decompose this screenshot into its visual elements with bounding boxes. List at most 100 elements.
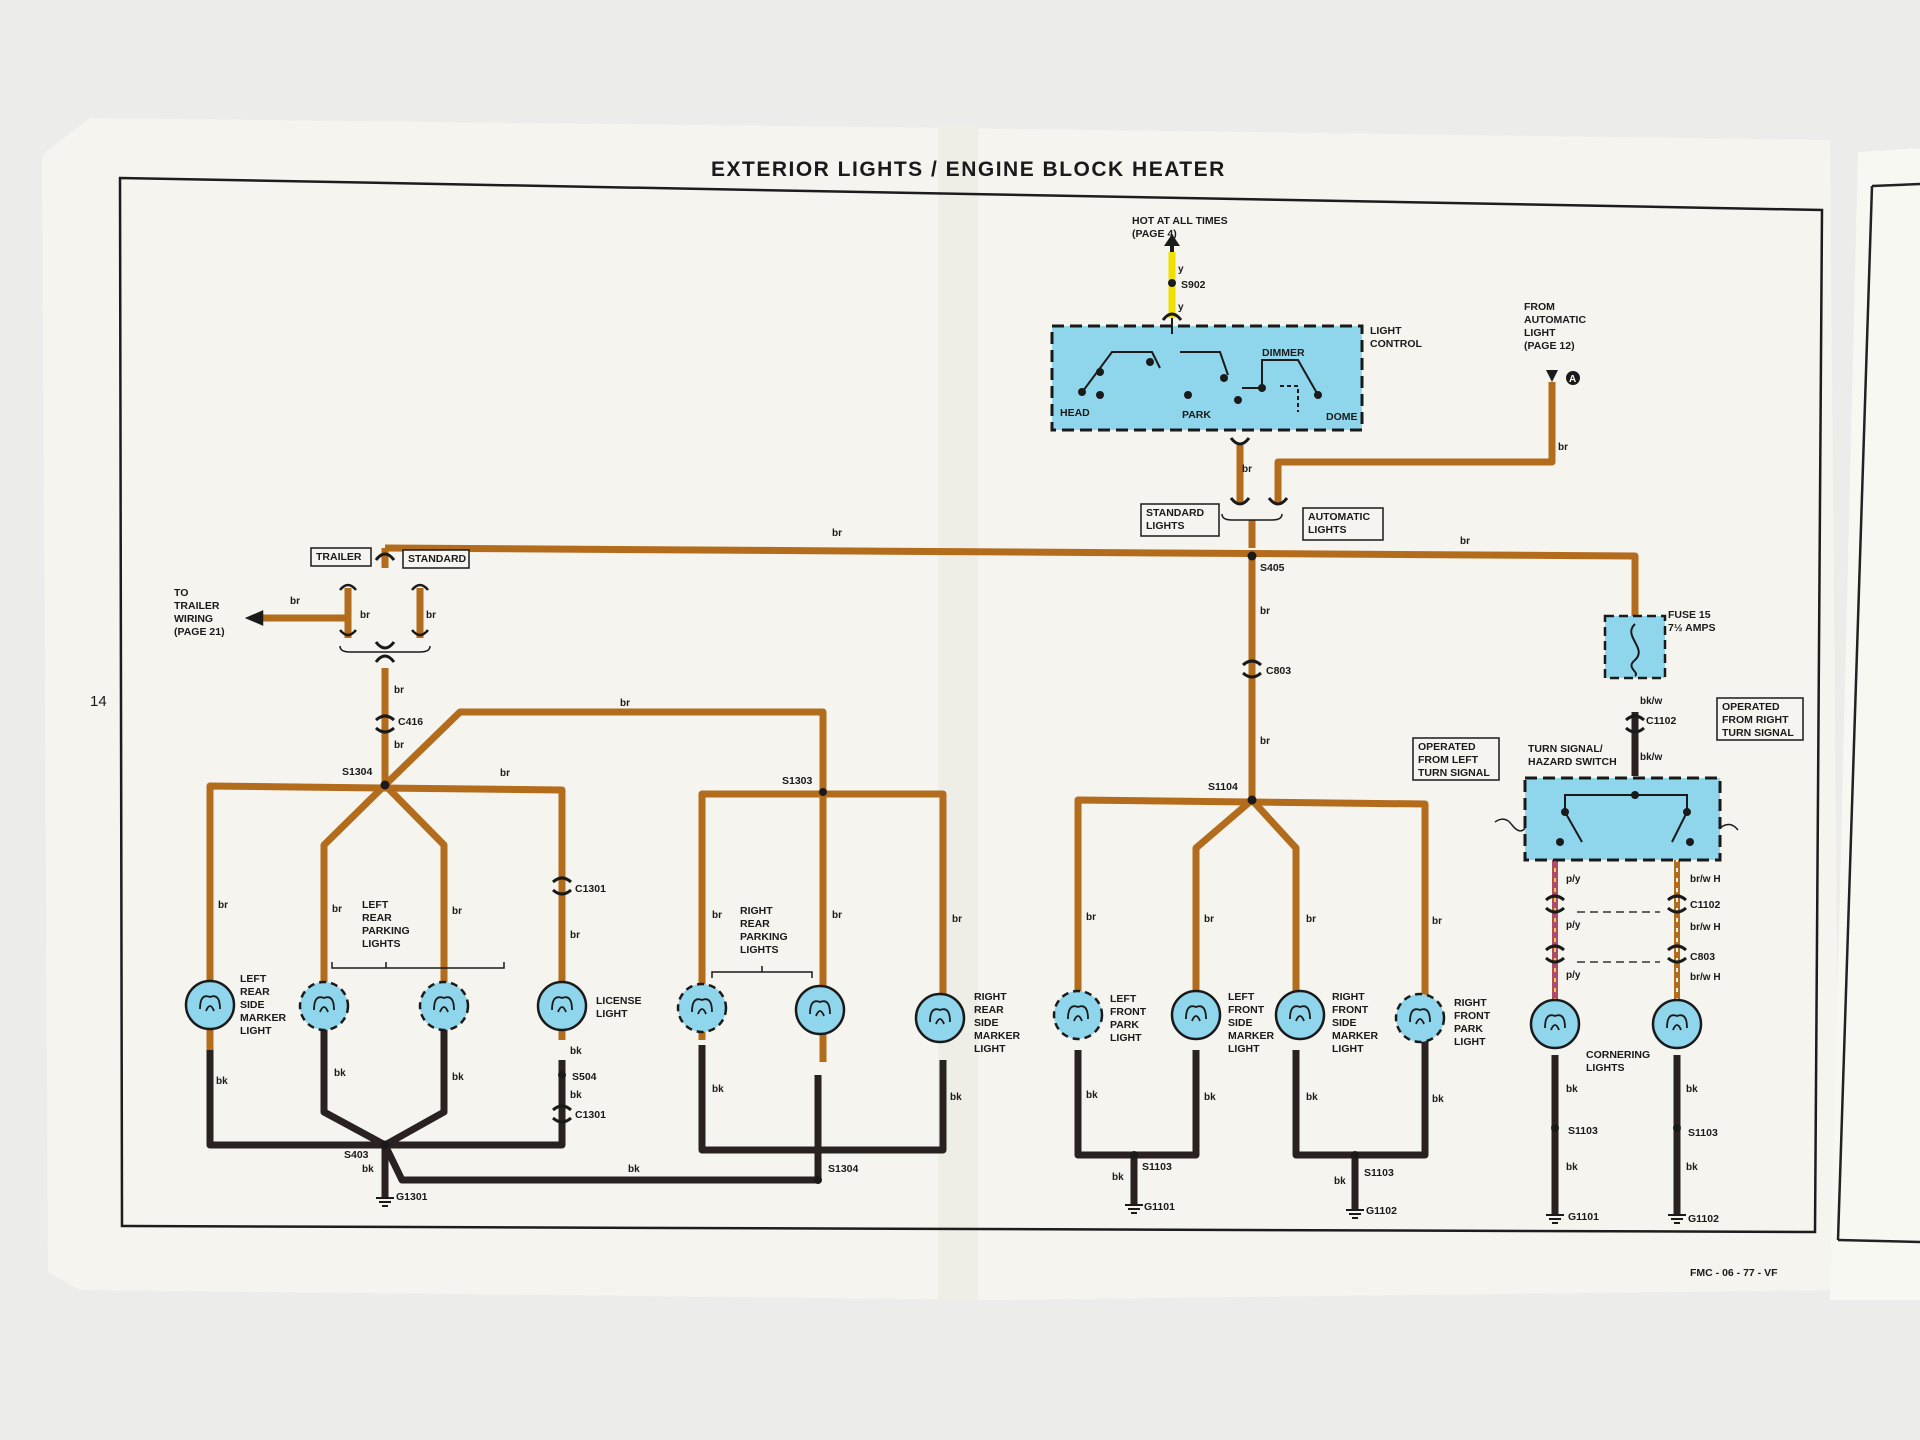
wire-code-bk-17: bk [1686, 1162, 1698, 1173]
wire-code-br-13: br [1260, 736, 1270, 747]
splice-s1103-right-b: S1103 [1688, 1127, 1718, 1139]
lamp-right-rear-parking-2 [794, 984, 846, 1036]
wire-code-bk-11: bk [1204, 1092, 1216, 1103]
dome-label: DOME [1326, 411, 1358, 423]
operated-from-right-label-box [1716, 697, 1804, 741]
trailer-label: TRAILER [316, 551, 362, 563]
lamp-left-rear-side-marker [184, 979, 236, 1031]
park-label: PARK [1182, 409, 1211, 421]
wire-code-br-14: br [218, 900, 228, 911]
wire-code-br-4: br [1558, 442, 1568, 453]
page-number: 14 [90, 693, 107, 710]
wire-code-brwh-2: br/w H [1690, 922, 1721, 933]
wire-code-bk-19: bk [1686, 1084, 1698, 1095]
wire-auto-light [1274, 382, 1556, 505]
cornering-wires [1552, 858, 1680, 1000]
wire-code-br-15: br [332, 904, 342, 915]
turn-signal-hazard-switch-label: TURN SIGNAL/HAZARD SWITCH [1528, 743, 1617, 768]
hot-at-all-times-label: HOT AT ALL TIMES(PAGE 4) [1132, 215, 1228, 240]
wire-code-bk-5: bk [570, 1090, 582, 1101]
splice-s1103-front-b: S1103 [1364, 1167, 1394, 1179]
wire-code-bk-7: bk [628, 1164, 640, 1175]
wire-code-br-20: br [952, 914, 962, 925]
wire-code-br-3: br [1242, 464, 1252, 475]
connector-c1102-top: C1102 [1646, 715, 1677, 727]
ground-g1301 [376, 1197, 394, 1207]
wire-code-y-2: y [1178, 302, 1184, 313]
wire-code-bk-8: bk [712, 1084, 724, 1095]
wire-code-br-21: br [1086, 912, 1096, 923]
light-control-switch [1050, 312, 1364, 446]
wire-code-bk-4: bk [570, 1046, 582, 1057]
wire-code-br-11: br [620, 698, 630, 709]
lamp-cornering-right [1651, 998, 1703, 1050]
wire-code-bk-15: bk [1334, 1176, 1346, 1187]
wire-code-bkw-1: bk/w [1640, 696, 1662, 707]
splice-dots [380, 279, 1681, 1184]
splice-s405: S405 [1260, 562, 1285, 574]
wire-code-brwh-3: br/w H [1690, 972, 1721, 983]
wire-code-bk-14: bk [1112, 1172, 1124, 1183]
trailer-standard-switch [244, 583, 429, 637]
lamp-right-rear-side-marker [914, 992, 966, 1044]
splice-s504: S504 [572, 1071, 597, 1083]
splice-s1104: S1104 [1208, 781, 1238, 793]
ground-g1301-label: G1301 [396, 1191, 428, 1203]
lamps [184, 979, 1703, 1050]
turn-signal-hazard-switch [1494, 776, 1739, 862]
dimmer-label: DIMMER [1262, 347, 1305, 359]
wire-code-br-19: br [832, 910, 842, 921]
splice-s902: S902 [1181, 279, 1206, 291]
wire-code-br-23: br [1306, 914, 1316, 925]
wire-code-bk-9: bk [950, 1092, 962, 1103]
connector-c1301-top: C1301 [575, 883, 606, 895]
operated-from-left-label-box [1412, 737, 1500, 781]
wire-code-py-2: p/y [1566, 920, 1581, 931]
arrow-auto-light [1546, 370, 1558, 382]
head-label: HEAD [1060, 407, 1090, 419]
lamp-left-front-side-marker [1170, 989, 1222, 1041]
wire-code-py-1: p/y [1566, 874, 1581, 885]
wire-code-br-1: br [832, 528, 842, 539]
connector-c803-right: C803 [1690, 951, 1715, 963]
junction-connectors [339, 497, 1289, 663]
ground-g1102 [1668, 1214, 1686, 1224]
fuse-15 [1603, 614, 1667, 680]
footer-code: FMC - 06 - 77 - VF [1690, 1267, 1778, 1279]
wire-code-bk-6: bk [362, 1164, 374, 1175]
wire-code-bk-16: bk [1566, 1162, 1578, 1173]
wire-code-bk-18: bk [1566, 1084, 1578, 1095]
wire-main-bus [384, 544, 1639, 620]
wire-code-br-6: br [360, 610, 370, 621]
lamp-left-rear-parking-2 [418, 980, 470, 1032]
wire-code-y-1: y [1178, 264, 1184, 275]
wire-code-br-22: br [1204, 914, 1214, 925]
wire-code-bk-12: bk [1306, 1092, 1318, 1103]
splice-s1103-right-a: S1103 [1568, 1125, 1598, 1137]
wire-code-br-16: br [452, 906, 462, 917]
lamp-cornering-left [1529, 998, 1581, 1050]
wire-code-bk-1: bk [216, 1076, 228, 1087]
wire-code-brwh-1: br/w H [1690, 874, 1721, 885]
page-title: EXTERIOR LIGHTS / ENGINE BLOCK HEATER [711, 158, 1226, 181]
splice-s1304-bottom: S1304 [828, 1163, 859, 1175]
standard-lights-label-box [1140, 503, 1220, 537]
lamp-right-front-side-marker [1274, 989, 1326, 1041]
